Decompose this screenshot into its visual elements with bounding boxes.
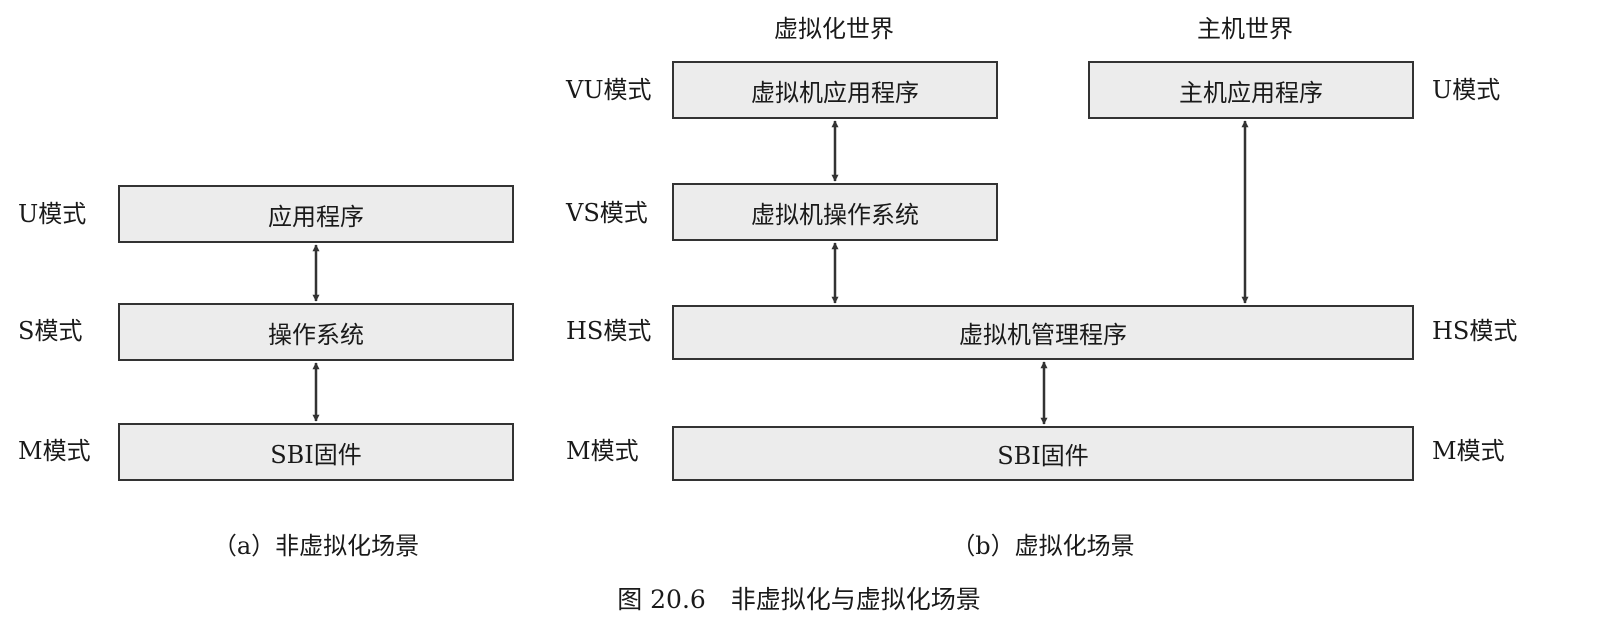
- host-app-box-label: 主机应用程序: [1179, 78, 1323, 107]
- mode-label-vu: VU模式: [566, 76, 652, 104]
- mode-label-s: S模式: [18, 317, 83, 345]
- figure-caption: 图 20.6 非虚拟化与虚拟化场景: [617, 585, 981, 614]
- header-virtual-world: 虚拟化世界: [774, 15, 894, 43]
- mode-label-u: U模式: [18, 200, 87, 228]
- vm-app-box: 虚拟机应用程序: [672, 61, 998, 119]
- hypervisor-box: 虚拟机管理程序: [672, 305, 1414, 360]
- os-box-label: 操作系统: [268, 320, 364, 349]
- sbi-box-label: SBI固件: [270, 440, 362, 469]
- mode-label-u-right: U模式: [1432, 76, 1501, 104]
- mode-label-m-right: M模式: [1432, 437, 1505, 465]
- host-app-box: 主机应用程序: [1088, 61, 1414, 119]
- mode-label-hs-left: HS模式: [566, 317, 652, 345]
- app-box: 应用程序: [118, 185, 514, 243]
- sbi-box: SBI固件: [118, 423, 514, 481]
- app-box-label: 应用程序: [268, 202, 364, 231]
- sbi-box-b-label: SBI固件: [997, 442, 1089, 470]
- vm-os-box: 虚拟机操作系统: [672, 183, 998, 241]
- mode-label-m-left: M模式: [566, 437, 639, 465]
- mode-label-hs-right: HS模式: [1432, 317, 1518, 345]
- header-host-world: 主机世界: [1197, 15, 1293, 43]
- mode-label-m: M模式: [18, 437, 91, 465]
- vm-os-box-label: 虚拟机操作系统: [751, 200, 919, 229]
- vm-app-box-label: 虚拟机应用程序: [751, 78, 919, 107]
- hypervisor-box-label: 虚拟机管理程序: [959, 321, 1127, 349]
- os-box: 操作系统: [118, 303, 514, 361]
- caption-a: （a）非虚拟化场景: [212, 532, 420, 560]
- caption-b: （b）虚拟化场景: [951, 532, 1135, 560]
- sbi-box-b: SBI固件: [672, 426, 1414, 481]
- mode-label-vs: VS模式: [566, 199, 648, 227]
